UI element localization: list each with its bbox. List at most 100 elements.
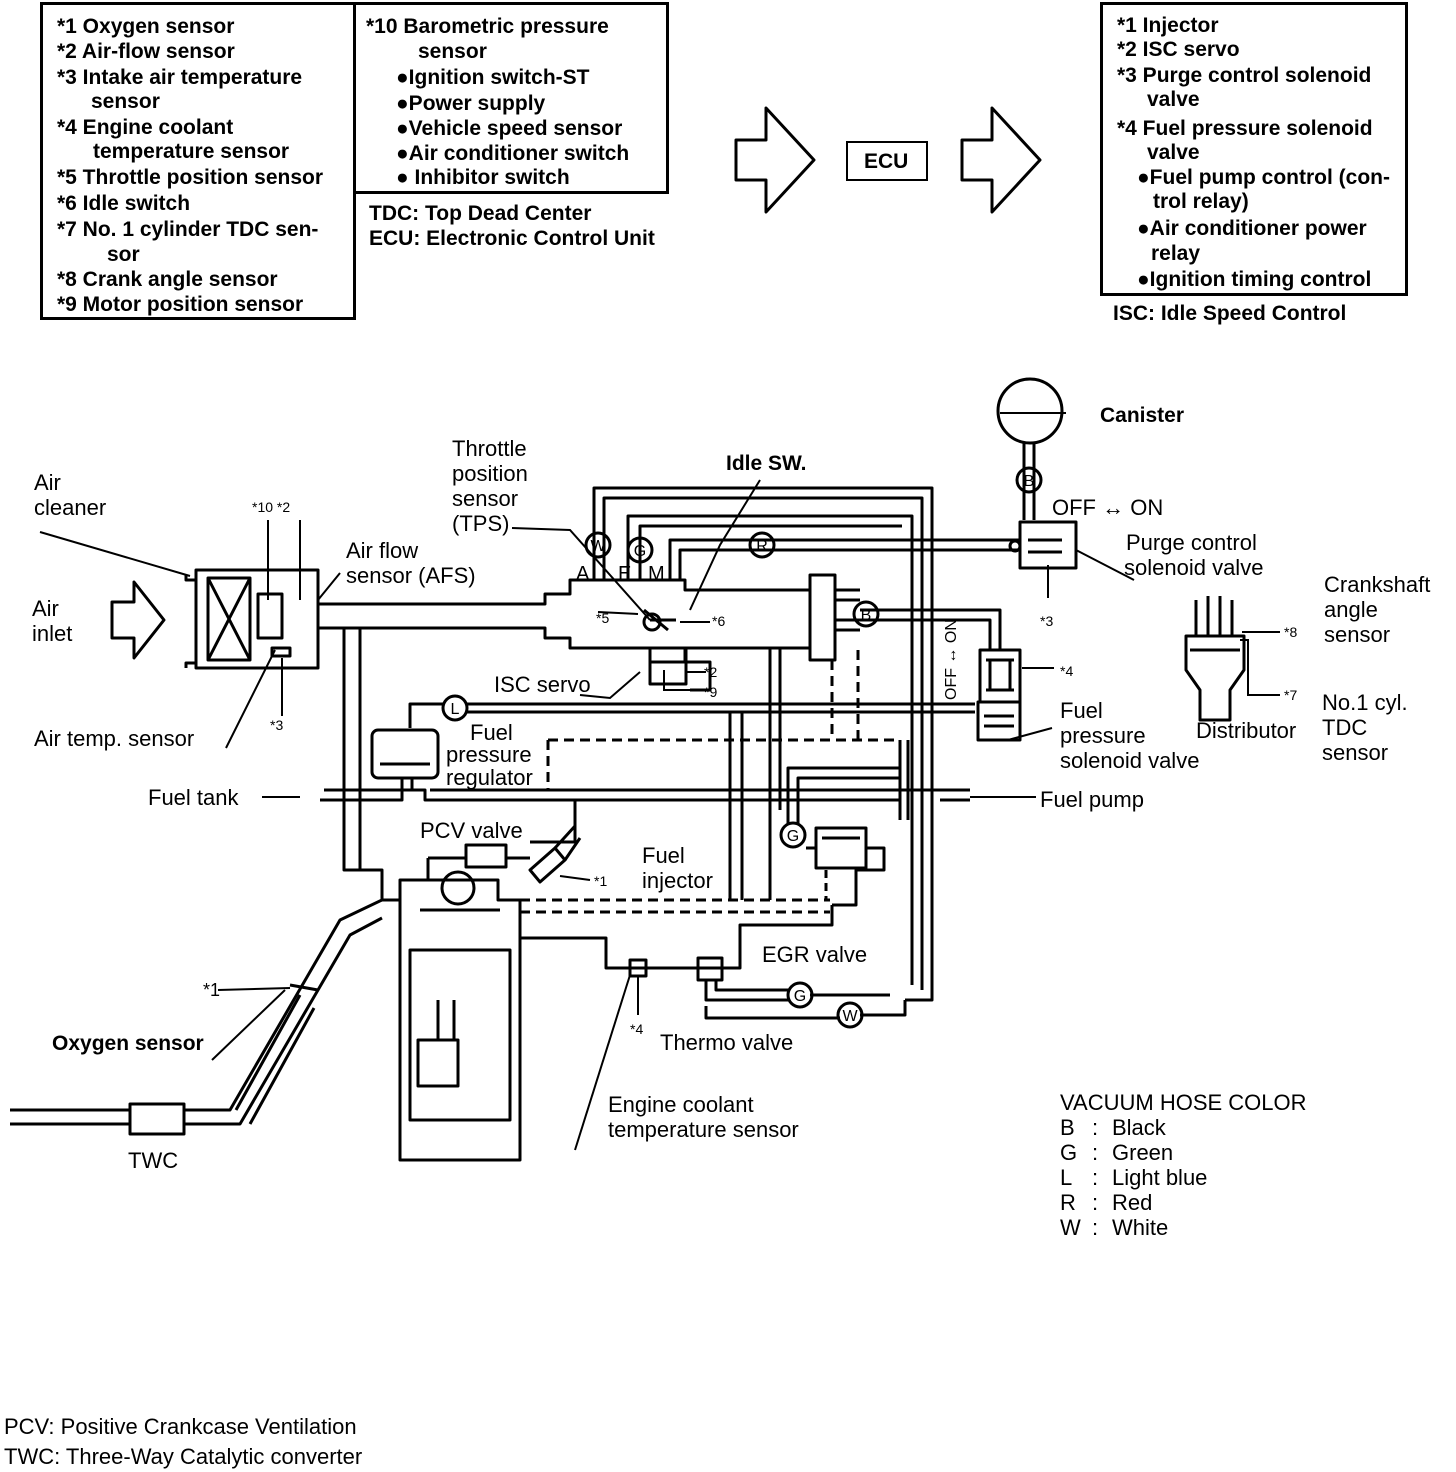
canister-icon	[996, 377, 1064, 445]
crank-sensor-label: Crankshaft	[1324, 572, 1431, 597]
off-on-vertical: OFF ↔ ON	[943, 619, 960, 700]
sensor-item: temperature sensor	[93, 140, 290, 163]
marker: *5	[596, 610, 609, 626]
fuel-pump-label: Fuel pump	[1040, 787, 1144, 812]
air-temp-sensor-label: Air temp. sensor	[34, 726, 195, 751]
thermo-valve-icon	[628, 956, 907, 1020]
sensor-legend-box-1: *1 Oxygen sensor *2 Air-flow sensor *3 I…	[40, 2, 356, 320]
hose-b-right-icon	[852, 600, 880, 628]
hose-color-name: White	[1112, 1215, 1169, 1240]
hose-sep: :	[1092, 1190, 1099, 1215]
marker: *8	[1284, 624, 1297, 640]
sensor-item: *10 Barometric pressure	[366, 15, 609, 38]
isc-abbrev: ISC: Idle Speed Control	[1113, 302, 1347, 325]
hose-r-icon	[748, 531, 776, 559]
air-inlet-arrow-icon	[110, 580, 166, 660]
hose-sep: :	[1092, 1165, 1099, 1190]
fuel-tank-label: Fuel tank	[148, 785, 239, 810]
sensor-item: sensor	[91, 90, 160, 113]
marker: *6	[712, 613, 725, 629]
sensor-item: *2 Air-flow sensor	[57, 40, 235, 63]
hose-color-name: Green	[1112, 1140, 1174, 1165]
purge-valve-icon	[1008, 520, 1078, 570]
oxygen-sensor-label: Oxygen sensor	[52, 1032, 204, 1055]
hose-color-name: Red	[1112, 1190, 1153, 1215]
hose-b-canister-icon	[1015, 466, 1043, 494]
sensor-item: *8 Crank angle sensor	[57, 268, 278, 291]
actuator-item: *4 Fuel pressure solenoid	[1117, 117, 1373, 140]
throttle-part-a: A	[576, 563, 590, 585]
marker: *4	[630, 1021, 643, 1037]
actuator-item: valve	[1147, 141, 1200, 164]
off-on-label: OFF ↔ ON	[1052, 495, 1164, 520]
vacuum-legend-row: W : White	[1060, 1215, 1307, 1240]
hose-color-name: Light blue	[1112, 1165, 1208, 1190]
crank-sensor-label: sensor	[1324, 622, 1391, 647]
vacuum-legend-row: L : Light blue	[1060, 1165, 1307, 1190]
sensor-item: *4 Engine coolant	[57, 116, 234, 139]
fuel-injector-label: injector	[642, 868, 713, 893]
fuel-pressure-solenoid-label: solenoid valve	[1060, 748, 1200, 773]
hose-letter: W	[842, 1008, 858, 1025]
isc-servo-label: ISC servo	[494, 672, 591, 697]
tps-label: Throttle	[452, 436, 527, 461]
tdc-abbrev: TDC: Top Dead Center	[369, 202, 592, 225]
tdc-sensor-label: TDC	[1322, 715, 1368, 740]
marker: *9	[704, 684, 717, 700]
sensor-item: *5 Throttle position sensor	[57, 166, 324, 189]
air-cleaner-label: Air	[34, 470, 61, 495]
coolant-sensor-label: Engine coolant	[608, 1092, 754, 1117]
sensor-item: *6 Idle switch	[57, 192, 191, 215]
sensor-item: *1 Oxygen sensor	[57, 15, 235, 38]
marker: *1	[594, 873, 607, 889]
tdc-sensor-label: No.1 cyl.	[1322, 690, 1408, 715]
purge-valve-label: solenoid valve	[1124, 555, 1264, 580]
vacuum-hose-legend: VACUUM HOSE COLOR B : Black G : Green L …	[1060, 1090, 1307, 1240]
vacuum-legend-title: VACUUM HOSE COLOR	[1060, 1090, 1307, 1115]
marker: *4	[1060, 663, 1073, 679]
fuel-injector-label: Fuel	[642, 843, 685, 868]
air-cleaner-label: cleaner	[34, 495, 107, 520]
tps-label: position	[452, 461, 528, 486]
actuator-item: trol relay)	[1153, 190, 1249, 213]
pcv-valve-icon	[426, 843, 530, 880]
marker-afs: *10 *2	[252, 499, 290, 515]
hose-letter: G	[787, 828, 799, 845]
actuator-item: ●Air conditioner power	[1137, 217, 1367, 240]
throttle-part-e: E	[618, 563, 631, 585]
sensor-item: ●Power supply	[396, 92, 546, 115]
actuator-item: *1 Injector	[1117, 14, 1219, 37]
hose-code: G	[1060, 1140, 1078, 1165]
sensor-item: sensor	[418, 40, 487, 63]
sensor-item: *3 Intake air temperature	[57, 66, 303, 89]
ecu-label: ECU	[864, 150, 909, 173]
fuel-regulator-label: Fuel	[470, 720, 513, 745]
hose-sep: :	[1092, 1115, 1099, 1140]
sensor-item: ●Air conditioner switch	[396, 142, 630, 165]
vacuum-legend-row: B : Black	[1060, 1115, 1307, 1140]
coolant-sensor-label: temperature sensor	[608, 1117, 799, 1142]
hose-code: W	[1060, 1215, 1081, 1240]
hose-color-name: Black	[1112, 1115, 1166, 1140]
marker: *2	[704, 664, 717, 680]
isc-servo-icon	[648, 646, 712, 692]
crank-sensor-label: angle	[1324, 597, 1378, 622]
afs-label: Air flow	[346, 538, 419, 563]
marker: *3	[270, 717, 283, 733]
fuel-pressure-solenoid-label: Fuel	[1060, 698, 1103, 723]
thermo-valve-label: Thermo valve	[660, 1030, 794, 1055]
pcv-valve-label: PCV valve	[420, 818, 523, 843]
air-inlet-label: inlet	[32, 621, 73, 646]
fuel-pressure-solenoid-label: pressure	[1060, 723, 1146, 748]
actuator-item: relay	[1151, 242, 1201, 265]
sensor-item: ●Vehicle speed sensor	[396, 117, 623, 140]
pcv-footnote: PCV: Positive Crankcase Ventilation	[4, 1414, 357, 1439]
hose-sep: :	[1092, 1215, 1099, 1240]
fuel-regulator-label: pressure	[446, 742, 532, 767]
afs-label: sensor (AFS)	[346, 563, 476, 588]
sensor-item: ●Ignition switch-ST	[396, 66, 590, 89]
hose-w-icon	[584, 531, 612, 559]
hose-g-icon	[626, 536, 654, 564]
canister-label: Canister	[1100, 404, 1185, 427]
